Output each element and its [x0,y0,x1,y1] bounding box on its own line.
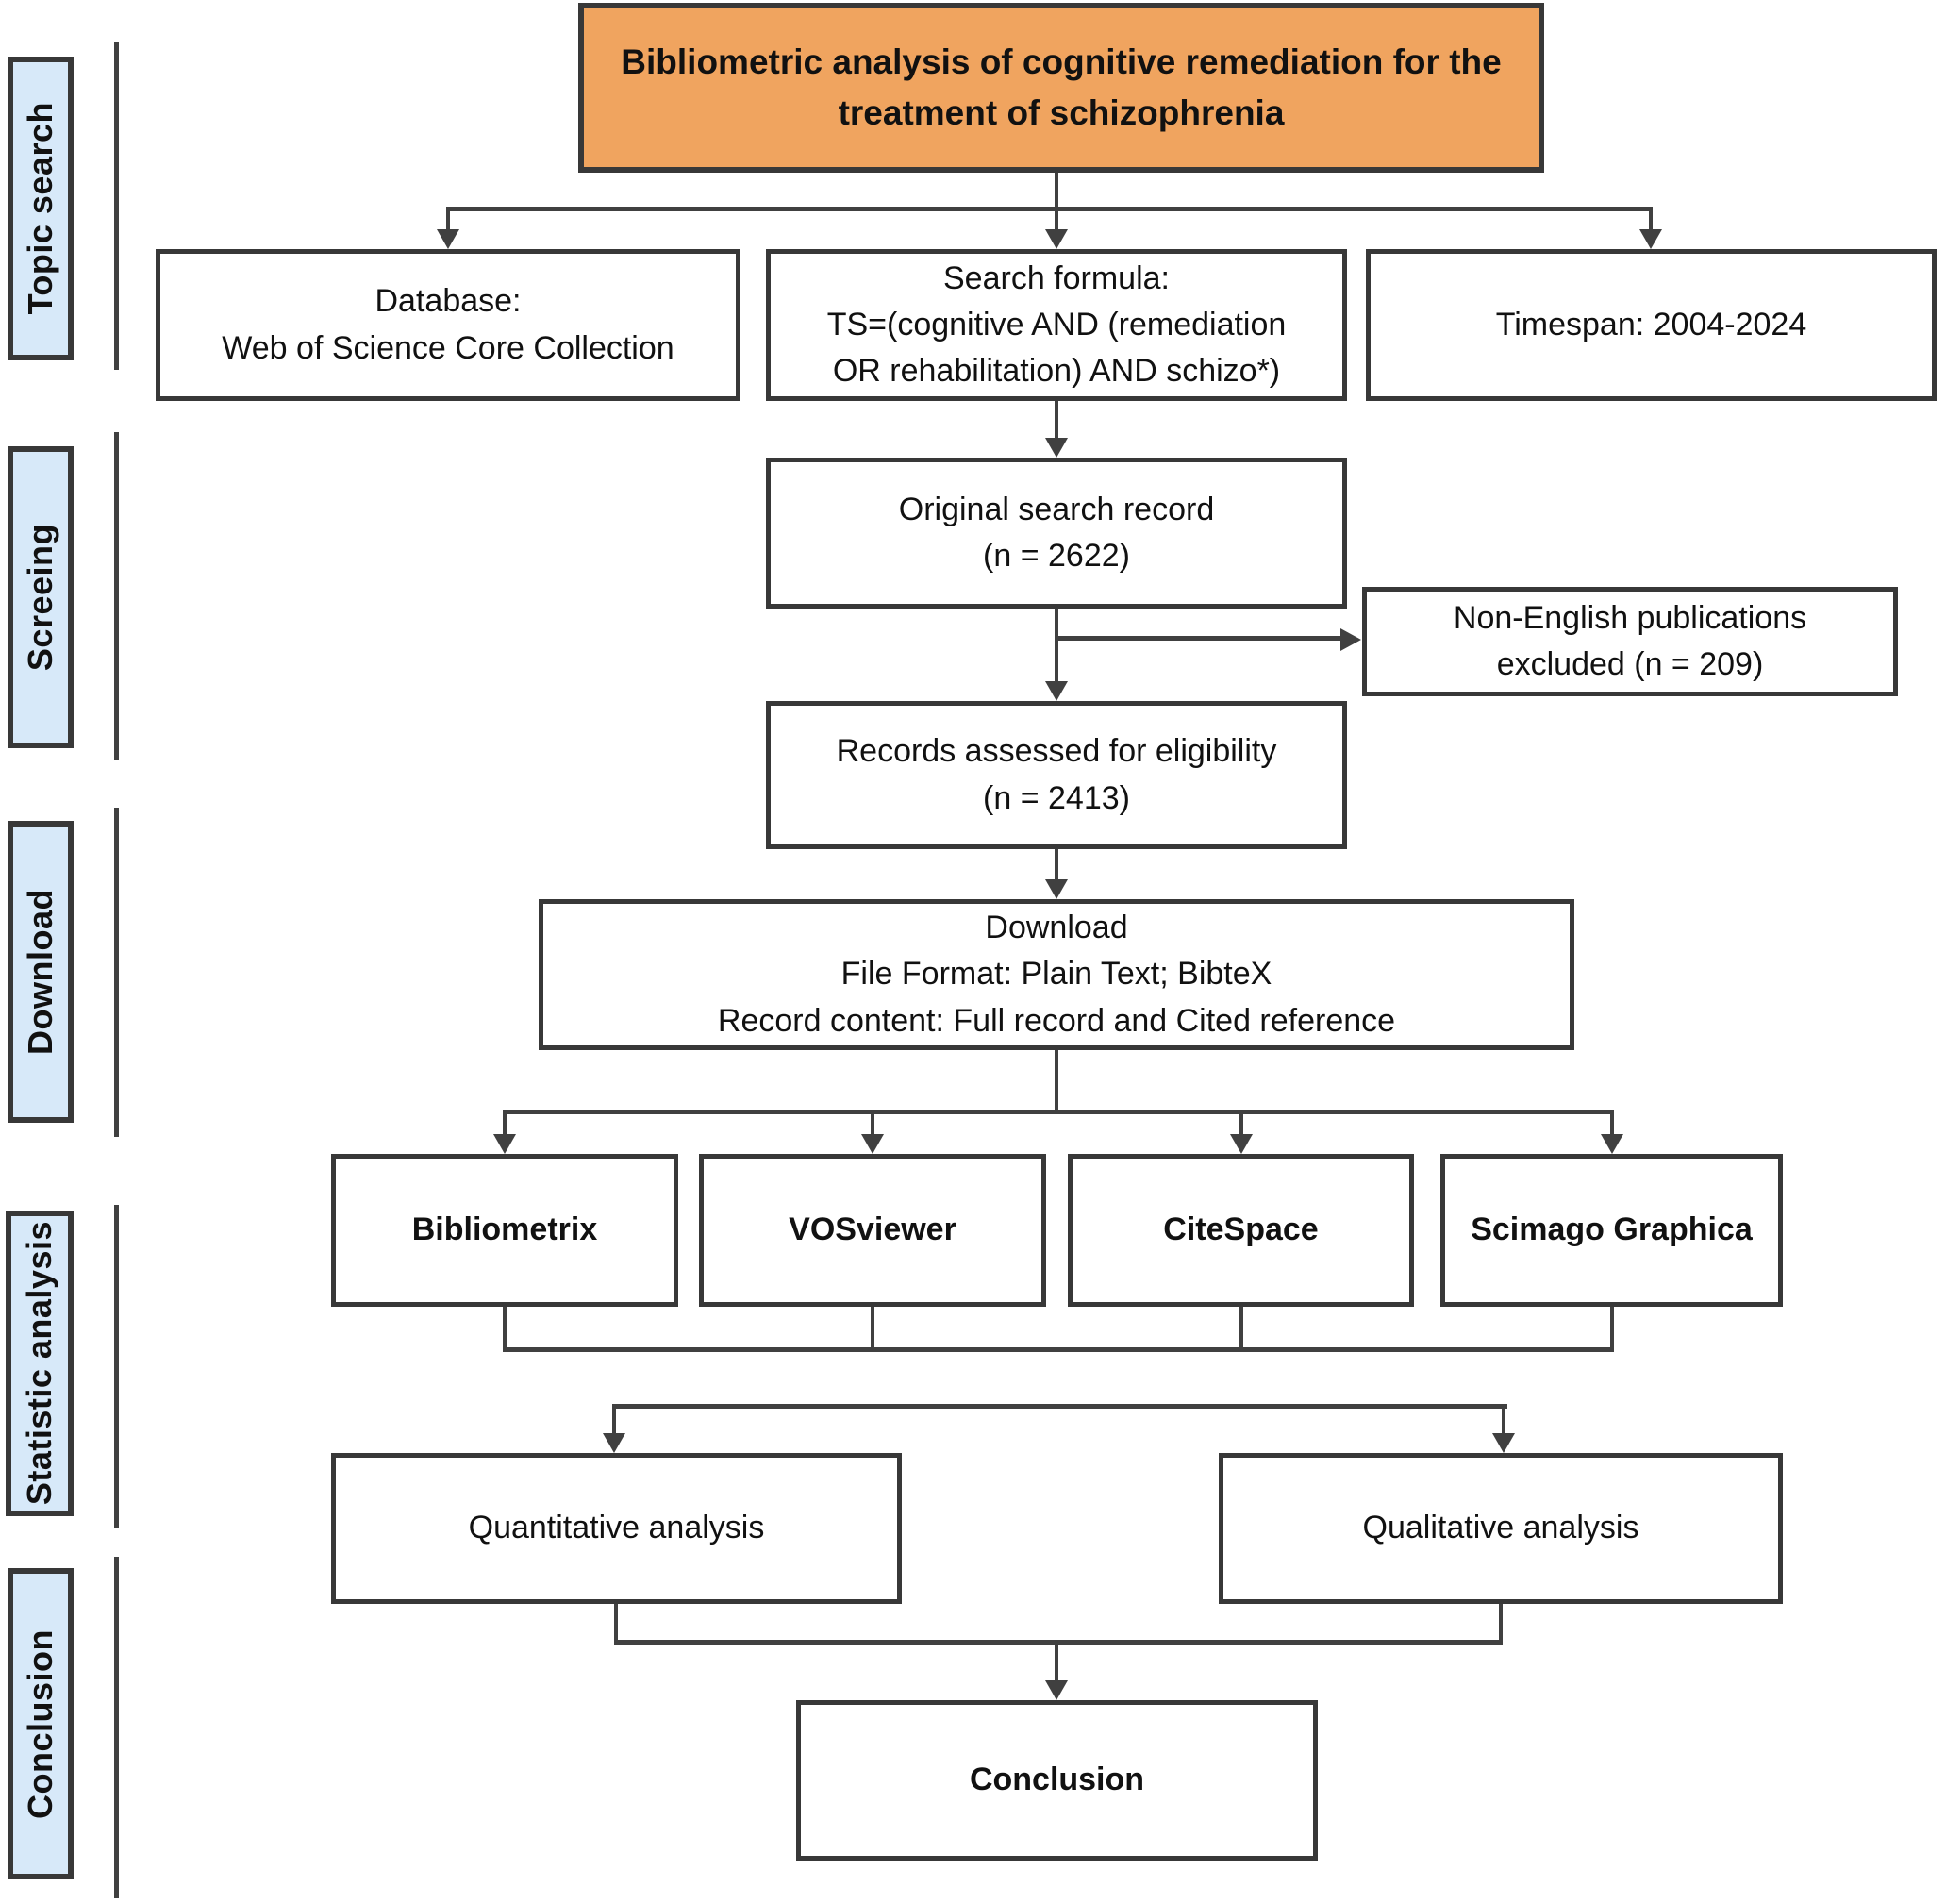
connector-analysis-left-stub [612,1406,616,1435]
arrowhead-to-search-formula [1045,229,1068,249]
connector-merge-stub-3 [1239,1307,1243,1351]
non-english-box: Non-English publications excluded (n = 2… [1362,587,1898,696]
arrowhead-to-records [1045,681,1068,701]
connector-tool-stub-3 [1239,1114,1243,1137]
connector-tool-stub-4 [1610,1114,1614,1137]
arrowhead-to-vosviewer [861,1134,884,1154]
connector-records-to-download [1055,849,1058,882]
connector-branch-right-stub [1649,209,1653,232]
stage-rule-1 [114,42,119,370]
stage-rule-3 [114,808,119,1137]
connector-analysis-right-stub [1502,1406,1505,1435]
stage-statistic-analysis: Statistic analysis [6,1211,74,1516]
scimago-graphica-label: Scimago Graphica [1471,1211,1753,1248]
non-english-line-2: excluded (n = 209) [1496,646,1764,682]
connector-conclusion-bus [614,1640,1503,1645]
citespace-label: CiteSpace [1163,1211,1319,1248]
title-line-2: treatment of schizophrenia [838,93,1285,132]
stage-screening: Screeing [8,446,74,748]
stage-rule-5 [114,1557,119,1898]
connector-tool-stub-2 [871,1114,874,1137]
connector-branch-left-stub [446,209,450,232]
download-line-2: File Format: Plain Text; BibteX [840,956,1272,993]
timespan-box: Timespan: 2004-2024 [1366,249,1937,401]
stage-rule-2 [114,432,119,760]
non-english-line-1: Non-English publications [1453,599,1807,636]
connector-quantitative-stub [614,1604,618,1644]
arrowhead-to-original-record [1045,438,1068,458]
timespan-line-1: Timespan: 2004-2024 [1495,306,1807,342]
connector-tools-merge-bus [503,1347,1614,1352]
arrowhead-to-qualitative [1492,1433,1515,1453]
title-line-1: Bibliometric analysis of cognitive remed… [621,42,1502,82]
vosviewer-box: VOSviewer [699,1154,1046,1307]
connector-search-to-original [1055,401,1058,441]
connector-merge-stub-1 [503,1307,507,1351]
arrowhead-to-download [1045,879,1068,899]
vosviewer-label: VOSviewer [789,1211,956,1248]
connector-download-stem [1055,1050,1058,1113]
stage-topic-search-label: Topic search [21,102,59,315]
connector-tool-stub-1 [503,1114,507,1137]
quantitative-analysis-label: Quantitative analysis [468,1510,765,1546]
conclusion-box: Conclusion [796,1700,1318,1861]
database-line-1: Database: [374,283,522,320]
stage-download-label: Download [21,889,59,1055]
search-formula-line-1: Search formula: [943,259,1170,296]
search-formula-box: Search formula: TS=(cognitive AND (remed… [766,249,1347,401]
arrowhead-to-bibliometrix [493,1134,516,1154]
stage-conclusion: Conclusion [8,1568,74,1879]
stage-statistic-analysis-label: Statistic analysis [20,1221,58,1506]
connector-conclusion-stem [1055,1644,1058,1681]
download-line-3: Record content: Full record and Cited re… [717,1002,1396,1039]
arrowhead-to-non-english [1340,628,1361,651]
conclusion-label: Conclusion [969,1762,1145,1798]
citespace-box: CiteSpace [1068,1154,1414,1307]
download-box: Download File Format: Plain Text; BibteX… [539,899,1574,1050]
records-assessed-line-1: Records assessed for eligibility [836,733,1277,770]
qualitative-analysis-label: Qualitative analysis [1362,1510,1639,1546]
download-line-1: Download [985,910,1128,946]
arrowhead-to-quantitative [603,1433,625,1453]
original-record-line-2: (n = 2622) [983,538,1130,574]
stage-rule-4 [114,1205,119,1528]
original-record-line-1: Original search record [898,491,1215,527]
search-formula-line-3: OR rehabilitation) AND schizo*) [832,353,1281,390]
arrowhead-to-timespan [1639,229,1662,249]
connector-merge-stub-2 [871,1307,874,1351]
stage-download: Download [8,821,74,1123]
connector-branch-mid-stub [1055,209,1058,232]
arrowhead-to-citespace [1230,1134,1253,1154]
records-assessed-box: Records assessed for eligibility (n = 24… [766,701,1347,849]
qualitative-analysis-box: Qualitative analysis [1219,1453,1783,1604]
search-formula-line-2: TS=(cognitive AND (remediation [826,306,1287,342]
quantitative-analysis-box: Quantitative analysis [331,1453,902,1604]
connector-top-branch [446,207,1653,211]
connector-exclusion-branch [1056,636,1341,641]
stage-topic-search: Topic search [8,57,74,360]
bibliometrix-box: Bibliometrix [331,1154,678,1307]
arrowhead-to-conclusion [1045,1680,1068,1700]
scimago-graphica-box: Scimago Graphica [1440,1154,1783,1307]
connector-qualitative-stub [1499,1604,1503,1644]
connector-analysis-branch [612,1404,1507,1409]
connector-tools-bus [503,1110,1614,1114]
original-record-box: Original search record (n = 2622) [766,458,1347,609]
bibliometrix-label: Bibliometrix [411,1211,598,1248]
arrowhead-to-scimago [1601,1134,1623,1154]
connector-title-stem [1055,173,1058,211]
connector-original-to-records [1055,609,1058,683]
database-line-2: Web of Science Core Collection [222,329,674,366]
records-assessed-line-2: (n = 2413) [983,779,1130,816]
stage-screening-label: Screeing [21,523,59,672]
arrowhead-to-database [437,229,459,249]
connector-merge-stub-4 [1610,1307,1614,1351]
title-box: Bibliometric analysis of cognitive remed… [578,3,1544,173]
database-box: Database: Web of Science Core Collection [156,249,740,401]
stage-conclusion-label: Conclusion [21,1628,59,1819]
